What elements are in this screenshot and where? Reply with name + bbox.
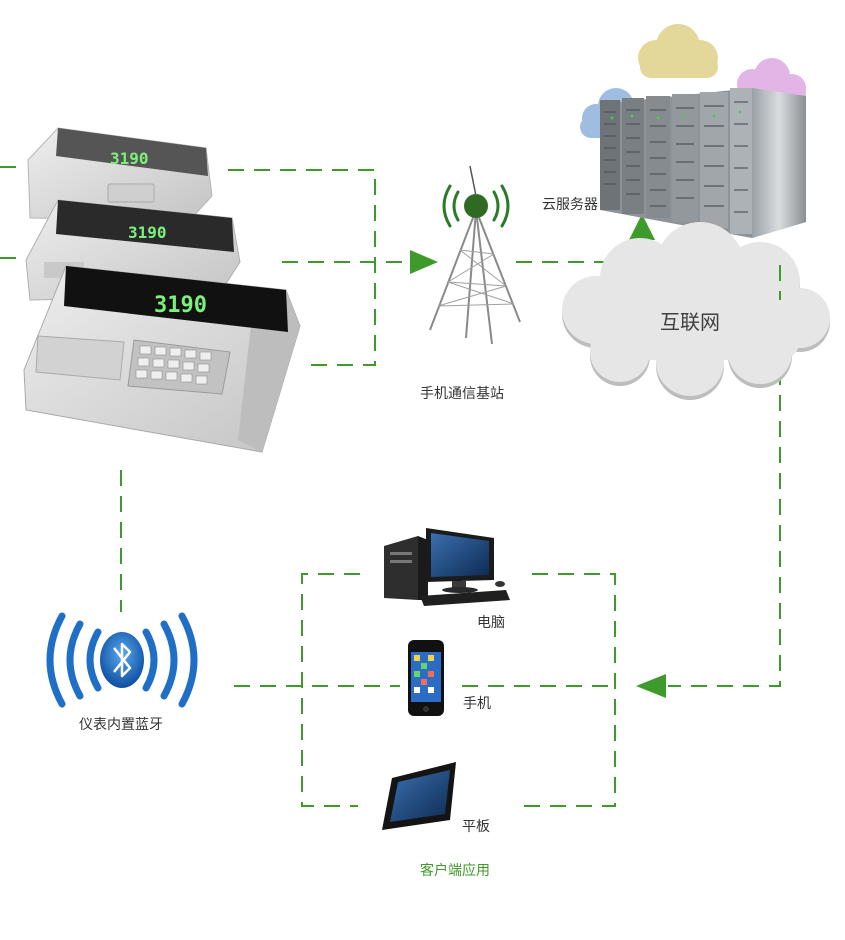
server-rack-icon bbox=[600, 88, 806, 238]
label-client-apps: 客户端应用 bbox=[420, 863, 490, 879]
label-tablet: 平板 bbox=[462, 819, 490, 835]
arrow-to-server bbox=[629, 214, 655, 240]
bluetooth-icon bbox=[46, 612, 198, 708]
arrow-to-clients bbox=[636, 674, 666, 698]
weighing-indicator-front: 3190 bbox=[23, 265, 301, 453]
cell-tower-icon bbox=[429, 165, 521, 345]
label-internet: 互联网 bbox=[660, 310, 720, 334]
weighing-indicator-back: 3190 bbox=[27, 127, 213, 221]
connector-client-left-bracket bbox=[301, 573, 360, 807]
weighing-indicator-icon: 3190 3190 3190 bbox=[23, 127, 301, 453]
smartphone-icon bbox=[408, 640, 444, 716]
connector-top-instrument bbox=[228, 169, 376, 366]
display-digits-back: 3190 bbox=[110, 149, 149, 168]
display-digits-middle: 3190 bbox=[128, 223, 167, 242]
display-digits-front: 3190 bbox=[154, 293, 207, 318]
label-computer: 电脑 bbox=[477, 615, 505, 631]
label-cloud-server: 云服务器 bbox=[542, 197, 598, 213]
cloud-icon bbox=[562, 222, 830, 400]
arrow-to-tower bbox=[410, 250, 438, 274]
label-phone: 手机 bbox=[463, 696, 491, 712]
desktop-computer-icon bbox=[384, 528, 510, 606]
tablet-icon bbox=[382, 762, 456, 830]
connector-internet-clients bbox=[668, 265, 781, 687]
label-base-station: 手机通信基站 bbox=[420, 386, 504, 402]
connector-client-right-bracket bbox=[518, 573, 616, 807]
connector-lines bbox=[0, 166, 781, 807]
label-bluetooth: 仪表内置蓝牙 bbox=[79, 717, 163, 733]
